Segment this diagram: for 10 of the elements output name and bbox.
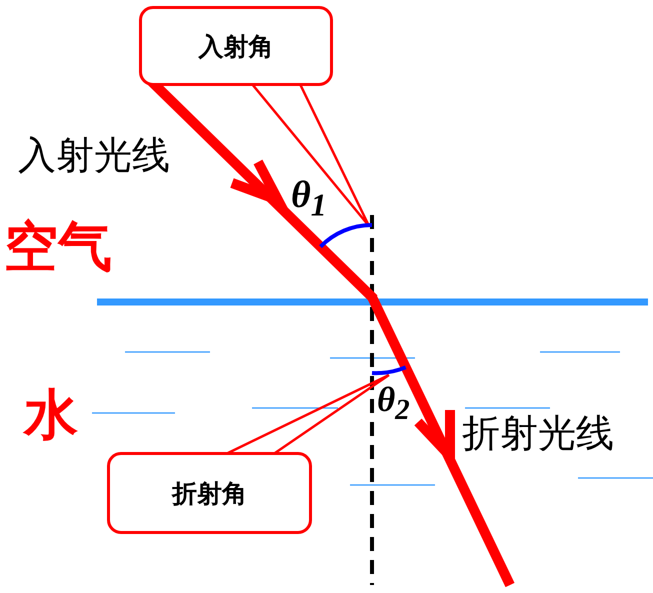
ray-label: 折射光线 xyxy=(462,414,614,452)
ray-label: 入射光线 xyxy=(18,136,170,174)
medium-label: 空气 xyxy=(4,220,112,274)
callout-box: 折射角 xyxy=(107,452,312,534)
angle-arc xyxy=(317,222,375,250)
angle-symbol: θ$_{2}$ xyxy=(377,382,410,426)
angle-symbol: θ$_{1}$ xyxy=(291,176,327,222)
leader-line xyxy=(226,374,390,454)
callout-box: 入射角 xyxy=(139,6,333,86)
medium-label: 水 xyxy=(24,388,78,442)
